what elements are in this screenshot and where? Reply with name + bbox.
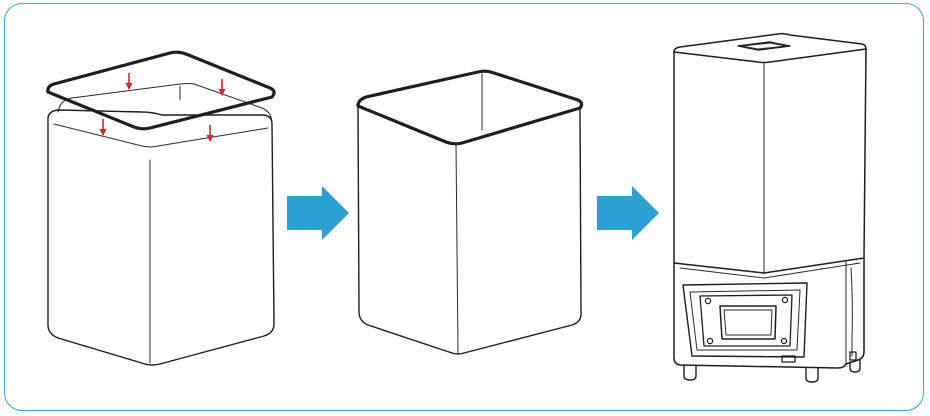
printer-control-panel: [682, 282, 808, 358]
down-arrow-marker-3: [99, 119, 107, 136]
usb-port-icon: [781, 355, 796, 363]
flow-arrow-icon: [597, 186, 659, 240]
resin-printer-icon: [673, 32, 867, 383]
down-arrow-marker-1: [125, 73, 133, 90]
touch-screen-icon: [719, 305, 777, 340]
step-3-resin-printer: [673, 32, 867, 383]
step-2-cover-gasket-fitted: [356, 69, 584, 355]
gasket-ring-icon: [46, 50, 276, 131]
diagram-frame: [4, 3, 924, 411]
step-1-cover-with-gasket: [46, 50, 276, 366]
down-arrow-marker-2: [218, 79, 226, 96]
flow-arrow-icon: [287, 186, 349, 240]
placement-arrows: [99, 73, 226, 142]
down-arrow-marker-4: [206, 125, 214, 142]
printer-feet: [683, 359, 861, 383]
cover-box-icon: [356, 69, 584, 355]
cover-box-icon: [47, 83, 275, 366]
